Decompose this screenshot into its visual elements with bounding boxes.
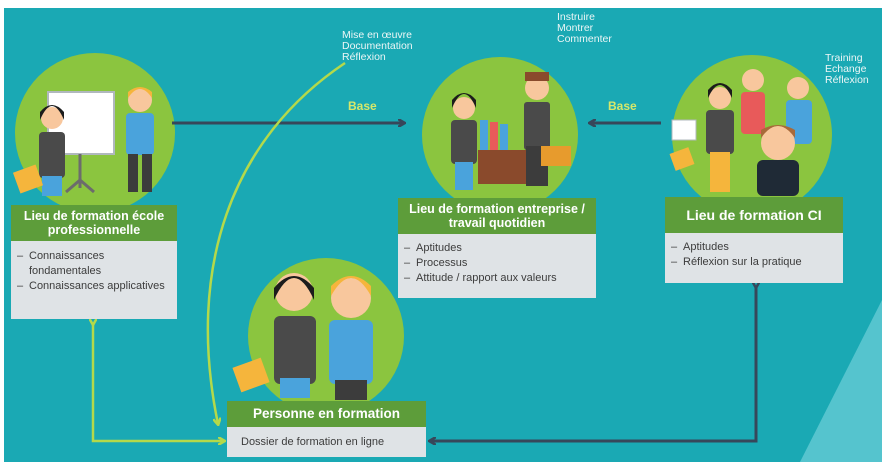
learner-circle xyxy=(248,258,404,414)
school-notes: Mise en œuvre Documentation Réflexion xyxy=(342,29,413,64)
school-dossier-arrow xyxy=(93,324,224,441)
dossier-card: Dossier de formation en ligne xyxy=(227,427,426,457)
ci-note: Réflexion xyxy=(825,74,869,87)
company-card: Aptitudes Processus Attitude / rapport a… xyxy=(398,234,596,298)
company-notes: Instruire Montrer Commenter xyxy=(557,11,612,46)
ci-item: Réflexion sur la pratique xyxy=(667,255,837,270)
ci-card: Aptitudes Réflexion sur la pratique xyxy=(665,233,843,283)
school-label: Lieu de formation école professionnelle xyxy=(11,205,177,241)
ci-note: Echange xyxy=(825,63,867,76)
company-item: Aptitudes xyxy=(400,241,590,256)
base-label-right: Base xyxy=(608,99,637,113)
company-note: Commenter xyxy=(557,33,612,46)
company-label: Lieu de formation entreprise / travail q… xyxy=(398,198,596,234)
ci-label: Lieu de formation CI xyxy=(665,197,843,233)
company-note: Montrer xyxy=(557,22,594,35)
school-card: Connaissances fondamentales Connaissance… xyxy=(11,241,177,319)
ci-illustration xyxy=(669,69,812,196)
learner-illustration xyxy=(232,273,373,400)
company-note: Instruire xyxy=(557,11,595,23)
ci-dossier-arrow xyxy=(430,287,756,441)
school-note: Mise en œuvre xyxy=(342,29,413,41)
school-item: Connaissances applicatives xyxy=(13,279,171,294)
company-illustration xyxy=(451,72,571,190)
school-note: Réflexion xyxy=(342,51,386,64)
ci-notes: Training Echange Réflexion xyxy=(825,52,869,87)
background-wedge xyxy=(800,300,882,462)
company-item: Processus xyxy=(400,256,590,271)
school-item: Connaissances fondamentales xyxy=(13,249,171,279)
ci-item: Aptitudes xyxy=(667,240,837,255)
company-item: Attitude / rapport aux valeurs xyxy=(400,271,590,286)
school-illustration xyxy=(12,87,154,196)
school-note: Documentation xyxy=(342,40,413,53)
learner-label: Personne en formation xyxy=(227,401,426,427)
ci-note: Training xyxy=(825,52,863,64)
base-label-left: Base xyxy=(348,99,377,113)
